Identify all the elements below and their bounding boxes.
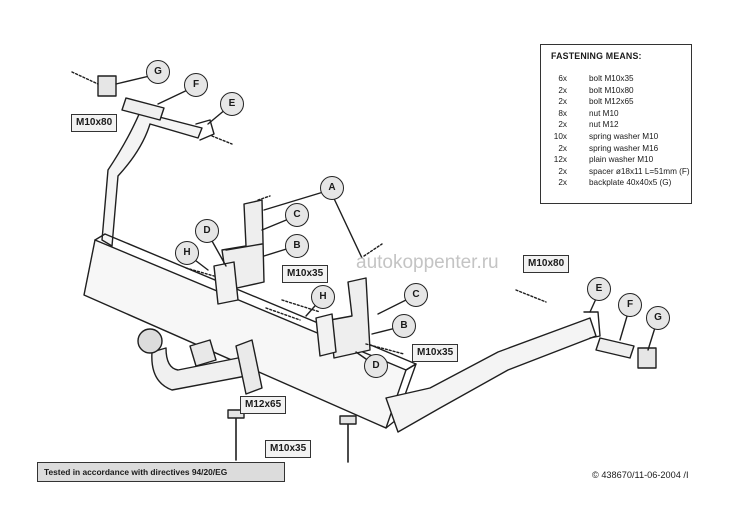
callout-g-left: G (146, 60, 170, 84)
callout-a: A (320, 176, 344, 200)
callout-f-right: F (618, 293, 642, 317)
tow-ball (137, 328, 163, 354)
fastening-item-desc: backplate 40x40x5 (G) (589, 178, 672, 188)
bolt-label-center-upper: M10x35 (282, 265, 329, 283)
fastening-item-qty: 2x (558, 143, 567, 153)
callout-c-upper: C (285, 203, 309, 227)
callout-e-right: E (587, 277, 611, 301)
fastening-item-desc: spring washer M10 (589, 132, 659, 141)
watermark: autokoppenter.ru (356, 252, 499, 273)
callout-h-left: H (175, 241, 199, 265)
fastening-item-qty: 8x (558, 108, 567, 118)
bolt-label-right: M10x80 (523, 255, 570, 273)
bolt-label-top-left: M10x80 (71, 114, 118, 132)
bolt-label-bottom-left: M12x65 (240, 396, 287, 414)
callout-b-right: B (392, 314, 416, 338)
fastening-means-table: FASTENING MEANS: 6x bolt M10x35 2x bolt M10… (540, 44, 692, 204)
right-clamp-plate (315, 313, 337, 357)
socket-plate (235, 339, 263, 395)
right-backplate (637, 347, 657, 369)
fastening-means-title: FASTENING MEANS: (551, 51, 642, 61)
fastening-item-desc: nut M12 (589, 120, 619, 130)
callout-g-right: G (646, 306, 670, 330)
test-directive-note: Tested in accordance with directives 94/… (37, 462, 285, 482)
fastening-item-desc: plain washer M10 (589, 155, 654, 165)
left-backplate (97, 75, 117, 97)
fastening-item-desc: spacer ø18x11 L=51mm (F) (589, 166, 690, 176)
fastening-item-desc: bolt M10x35 (589, 74, 634, 83)
fastening-item-qty: 12x (553, 155, 567, 165)
left-spacer-tube (121, 97, 165, 121)
fastening-item-qty: 2x (558, 120, 567, 130)
fastening-item-qty: 2x (558, 178, 567, 188)
bolt-label-center-right: M10x35 (412, 344, 459, 362)
left-side-arm (101, 111, 203, 247)
left-clamp-plate (213, 261, 239, 305)
right-side-arm (385, 317, 597, 433)
fastening-item-desc: bolt M12x65 (589, 97, 634, 107)
fastening-item-qty: 2x (558, 97, 567, 107)
callout-e-left: E (220, 92, 244, 116)
callout-f-left: F (184, 73, 208, 97)
right-spacer-tube (595, 337, 635, 359)
callout-d-right: D (364, 354, 388, 378)
fastening-item-qty: 10x (553, 132, 567, 141)
callout-h-right: H (311, 285, 335, 309)
callout-b-upper: B (285, 234, 309, 258)
right-mount-bracket (329, 277, 371, 359)
fastening-item-desc: spring washer M16 (589, 143, 659, 153)
callout-d-left: D (195, 219, 219, 243)
bolt-label-bottom-center: M10x35 (265, 440, 312, 458)
fastening-item-qty: 2x (558, 166, 567, 176)
callout-c-right: C (404, 283, 428, 307)
copyright-line: © 438670/11-06-2004 /I (592, 470, 689, 480)
fastening-item-qty: 2x (558, 85, 567, 95)
fastening-item-qty: 6x (558, 74, 567, 83)
fastening-item-desc: bolt M10x80 (589, 85, 634, 95)
fastening-item-desc: nut M10 (589, 108, 619, 118)
